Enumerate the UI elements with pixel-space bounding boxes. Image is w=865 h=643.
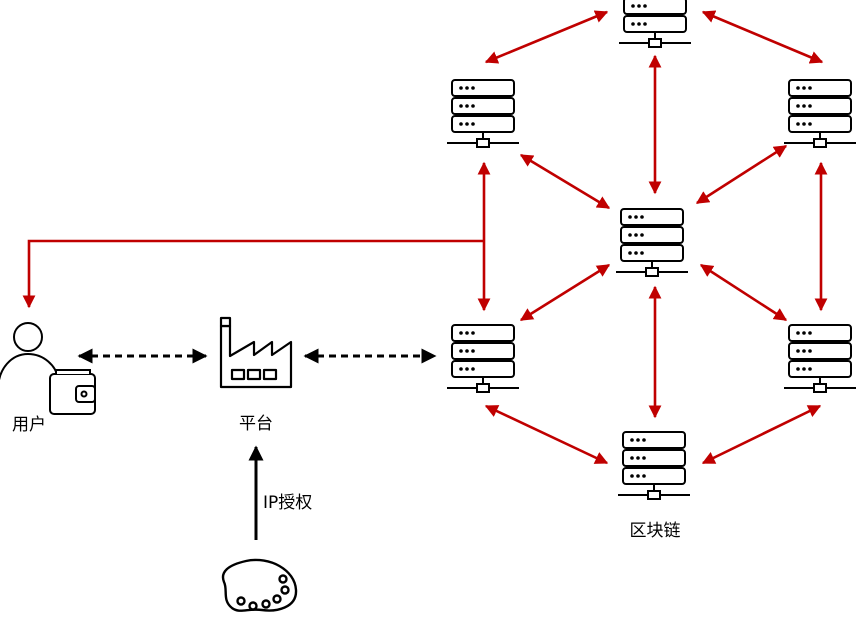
server-icon	[783, 324, 857, 393]
link-upperright-center	[695, 144, 788, 205]
server-icon	[446, 79, 520, 148]
user-label: 用户	[12, 415, 46, 435]
ip-auth-label: IP授权	[263, 493, 312, 513]
link-chain-to-user	[22, 239, 484, 309]
link-center-lowerright	[699, 263, 788, 322]
link-upperleft-center	[519, 153, 611, 210]
server-icon	[783, 79, 857, 148]
link-lowerleft-bottom	[484, 404, 609, 465]
server-icon	[618, 0, 692, 48]
blockchain-nodes	[446, 0, 857, 500]
factory-icon	[219, 316, 293, 389]
server-icon	[617, 431, 691, 500]
link-top-upperleft	[484, 10, 609, 64]
link-top-upperright	[701, 10, 824, 64]
link-lowerright-bottom	[701, 404, 822, 465]
palette-icon	[221, 558, 298, 612]
user-icon	[0, 322, 59, 390]
server-icon	[615, 208, 689, 277]
blockchain-links	[22, 10, 828, 465]
blockchain-label: 区块链	[630, 521, 681, 541]
wallet-icon	[49, 369, 96, 415]
server-icon	[446, 324, 520, 393]
link-center-lowerleft	[519, 263, 611, 322]
platform-label: 平台	[239, 414, 273, 434]
